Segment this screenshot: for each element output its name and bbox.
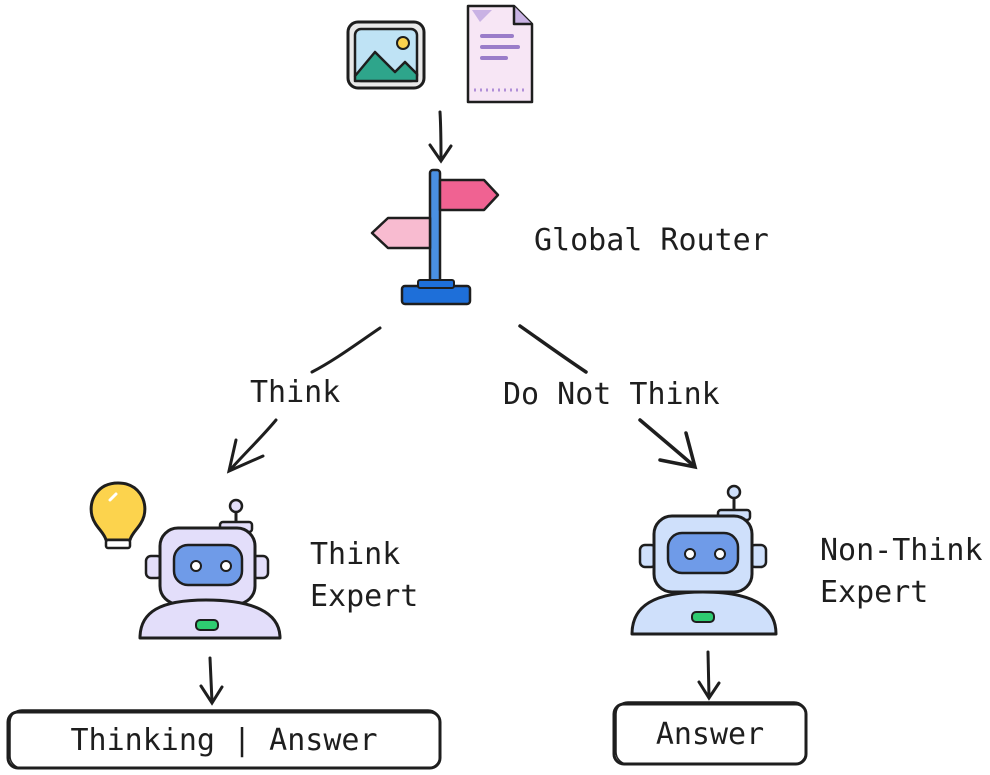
signpost-icon [370, 168, 500, 306]
no-think-branch-arrow [518, 324, 698, 470]
think-expert-label-line2: Expert [310, 579, 418, 614]
nonthink-output-arrow [697, 650, 721, 701]
nonthink-expert-label-line2: Expert [820, 575, 928, 610]
nonthink-output-text: Answer [656, 717, 764, 752]
lightbulb-icon [89, 481, 147, 550]
think-expert-robot-icon [138, 498, 282, 640]
nonthink-expert-label-line1: Non-Think [820, 533, 983, 568]
nonthink-expert-robot-icon [630, 484, 778, 636]
document-icon [466, 4, 534, 104]
image-icon [346, 20, 426, 90]
think-branch-label: Think [250, 375, 340, 410]
think-output-text: Thinking | Answer [70, 723, 377, 758]
nonthink-output-box: Answer [612, 701, 808, 766]
think-expert-label-line1: Think [310, 537, 400, 572]
no-think-branch-label: Do Not Think [503, 377, 720, 412]
input-to-router-arrow [428, 110, 453, 164]
think-output-arrow [199, 656, 224, 706]
think-branch-arrow [226, 326, 382, 474]
think-output-box: Thinking | Answer [6, 709, 442, 770]
router-label: Global Router [534, 223, 769, 258]
